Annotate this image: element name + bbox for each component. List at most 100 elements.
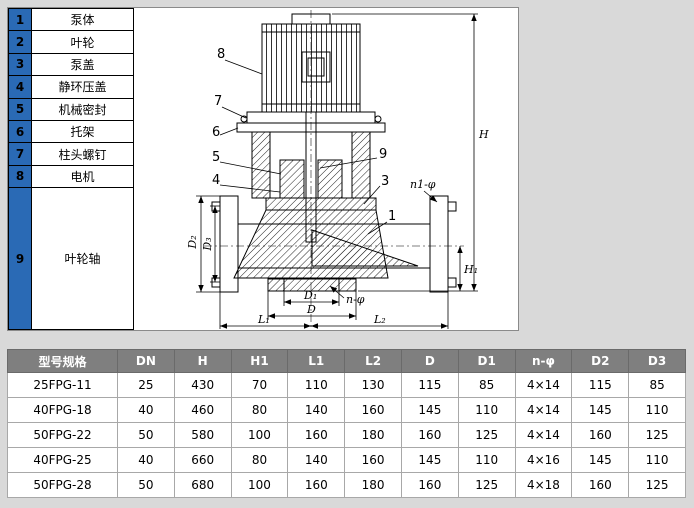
callout-7-leader bbox=[221, 106, 247, 119]
dim-label-H1: H₁ bbox=[463, 263, 478, 276]
motor-junction-box bbox=[301, 51, 331, 83]
spec-cell: 110 bbox=[628, 397, 686, 423]
spec-cell: 145 bbox=[571, 397, 630, 423]
parts-row: 2 叶轮 bbox=[8, 30, 134, 54]
spec-header-d3: D3 bbox=[628, 349, 686, 373]
callout-3-leader bbox=[363, 185, 381, 205]
spec-cell: 25FPG-11 bbox=[7, 372, 118, 398]
support-column-right bbox=[351, 131, 371, 199]
spec-cell: 25 bbox=[117, 372, 175, 398]
spec-header-d2: D2 bbox=[571, 349, 630, 373]
flange-right-bolt-top bbox=[447, 201, 457, 212]
part-label: 柱头螺钉 bbox=[31, 142, 134, 166]
spec-row: 40FPG-25 40 660 80 140 160 145 110 4×16 … bbox=[7, 447, 686, 473]
part-number: 6 bbox=[8, 119, 32, 144]
spec-cell: 145 bbox=[400, 447, 459, 473]
parts-row: 1 泵体 bbox=[8, 7, 134, 32]
dim-label-L1: L₁ bbox=[257, 313, 270, 326]
spec-cell: 430 bbox=[173, 372, 232, 398]
spec-cell: 180 bbox=[344, 422, 402, 448]
spec-cell: 100 bbox=[230, 472, 289, 498]
spec-cell: 125 bbox=[628, 422, 686, 448]
cap-screw-right bbox=[374, 115, 382, 123]
seal-block-left bbox=[279, 159, 305, 199]
callout-3: 3 bbox=[381, 174, 389, 189]
spec-cell: 110 bbox=[287, 372, 346, 398]
callout-6: 6 bbox=[212, 125, 220, 140]
callout-1-leader bbox=[367, 221, 388, 235]
part-label: 叶轮 bbox=[31, 30, 134, 54]
dim-label-H: H bbox=[478, 128, 489, 141]
spec-cell: 130 bbox=[344, 372, 402, 398]
parts-table: 1 泵体 2 叶轮 3 泵盖 4 静环压盖 5 机械密封 6 托架 bbox=[8, 7, 134, 330]
spec-cell: 180 bbox=[344, 472, 402, 498]
parts-row: 3 泵盖 bbox=[8, 52, 134, 77]
bracket-plate bbox=[236, 122, 386, 133]
dim-label-n-phi: n-φ bbox=[346, 293, 365, 306]
spec-header-dn: DN bbox=[117, 349, 175, 373]
part-number: 7 bbox=[8, 142, 32, 166]
part-number: 2 bbox=[8, 30, 32, 54]
part-label: 叶轮轴 bbox=[31, 187, 134, 330]
spec-cell: 40 bbox=[117, 397, 175, 423]
spec-cell: 160 bbox=[344, 447, 402, 473]
callout-8: 8 bbox=[217, 47, 225, 62]
pump-cover bbox=[265, 197, 377, 211]
callout-7: 7 bbox=[214, 94, 222, 109]
spec-header-l2: L2 bbox=[344, 349, 402, 373]
spec-cell: 160 bbox=[344, 397, 402, 423]
spec-cell: 110 bbox=[457, 397, 516, 423]
spec-header-row: 型号规格 DN H H1 L1 L2 D D1 n-φ D2 D3 bbox=[7, 349, 686, 373]
spec-cell: 4×16 bbox=[514, 447, 573, 473]
spec-cell: 125 bbox=[628, 472, 686, 498]
spec-header-d1: D1 bbox=[457, 349, 516, 373]
spec-cell: 100 bbox=[230, 422, 289, 448]
parts-row: 4 静环压盖 bbox=[8, 75, 134, 99]
flange-left-bolt-top bbox=[211, 201, 221, 212]
callout-8-leader bbox=[224, 59, 263, 75]
callout-5: 5 bbox=[212, 150, 220, 165]
spec-cell: 160 bbox=[287, 422, 346, 448]
part-label: 托架 bbox=[31, 119, 134, 144]
spec-cell: 80 bbox=[230, 447, 289, 473]
callout-6-leader bbox=[219, 127, 239, 136]
spec-cell: 40FPG-25 bbox=[7, 447, 118, 473]
part-number: 3 bbox=[8, 52, 32, 77]
parts-row: 5 机械密封 bbox=[8, 97, 134, 121]
parts-row: 7 柱头螺钉 bbox=[8, 142, 134, 166]
spec-cell: 680 bbox=[173, 472, 232, 498]
spec-cell: 50FPG-22 bbox=[7, 422, 118, 448]
callout-9: 9 bbox=[379, 147, 387, 162]
part-number: 1 bbox=[8, 7, 32, 32]
dim-n1-phi-leader bbox=[423, 190, 438, 203]
dim-label-D: D bbox=[306, 303, 316, 316]
part-label: 泵盖 bbox=[31, 52, 134, 77]
spec-row: 50FPG-22 50 580 100 160 180 160 125 4×14… bbox=[7, 422, 686, 448]
spec-cell: 460 bbox=[173, 397, 232, 423]
flange-right bbox=[429, 195, 449, 293]
callout-4: 4 bbox=[212, 173, 220, 188]
spec-cell: 580 bbox=[173, 422, 232, 448]
spec-cell: 40 bbox=[117, 447, 175, 473]
cap-screw-left bbox=[240, 115, 248, 123]
dim-label-D2: D₂ bbox=[186, 235, 199, 249]
seal-block-right bbox=[317, 159, 343, 199]
part-number: 8 bbox=[8, 164, 32, 189]
callout-5-leader bbox=[219, 161, 282, 175]
dim-label-n1-phi: n1-φ bbox=[410, 178, 436, 191]
spec-table: 型号规格 DN H H1 L1 L2 D D1 n-φ D2 D3 25FPG-… bbox=[7, 349, 686, 498]
diagram-panel: 1 泵体 2 叶轮 3 泵盖 4 静环压盖 5 机械密封 6 托架 bbox=[7, 7, 519, 331]
spec-row: 25FPG-11 25 430 70 110 130 115 85 4×14 1… bbox=[7, 372, 686, 398]
part-number: 5 bbox=[8, 97, 32, 121]
spec-row: 40FPG-18 40 460 80 140 160 145 110 4×14 … bbox=[7, 397, 686, 423]
spec-cell: 4×14 bbox=[514, 372, 573, 398]
part-label: 泵体 bbox=[31, 7, 134, 32]
spec-header-h: H bbox=[173, 349, 232, 373]
spec-cell: 125 bbox=[457, 422, 516, 448]
spec-cell: 160 bbox=[287, 472, 346, 498]
flange-left bbox=[219, 195, 239, 293]
dim-label-L2: L₂ bbox=[373, 313, 386, 326]
spec-row: 50FPG-28 50 680 100 160 180 160 125 4×18… bbox=[7, 472, 686, 498]
parts-row: 6 托架 bbox=[8, 119, 134, 144]
